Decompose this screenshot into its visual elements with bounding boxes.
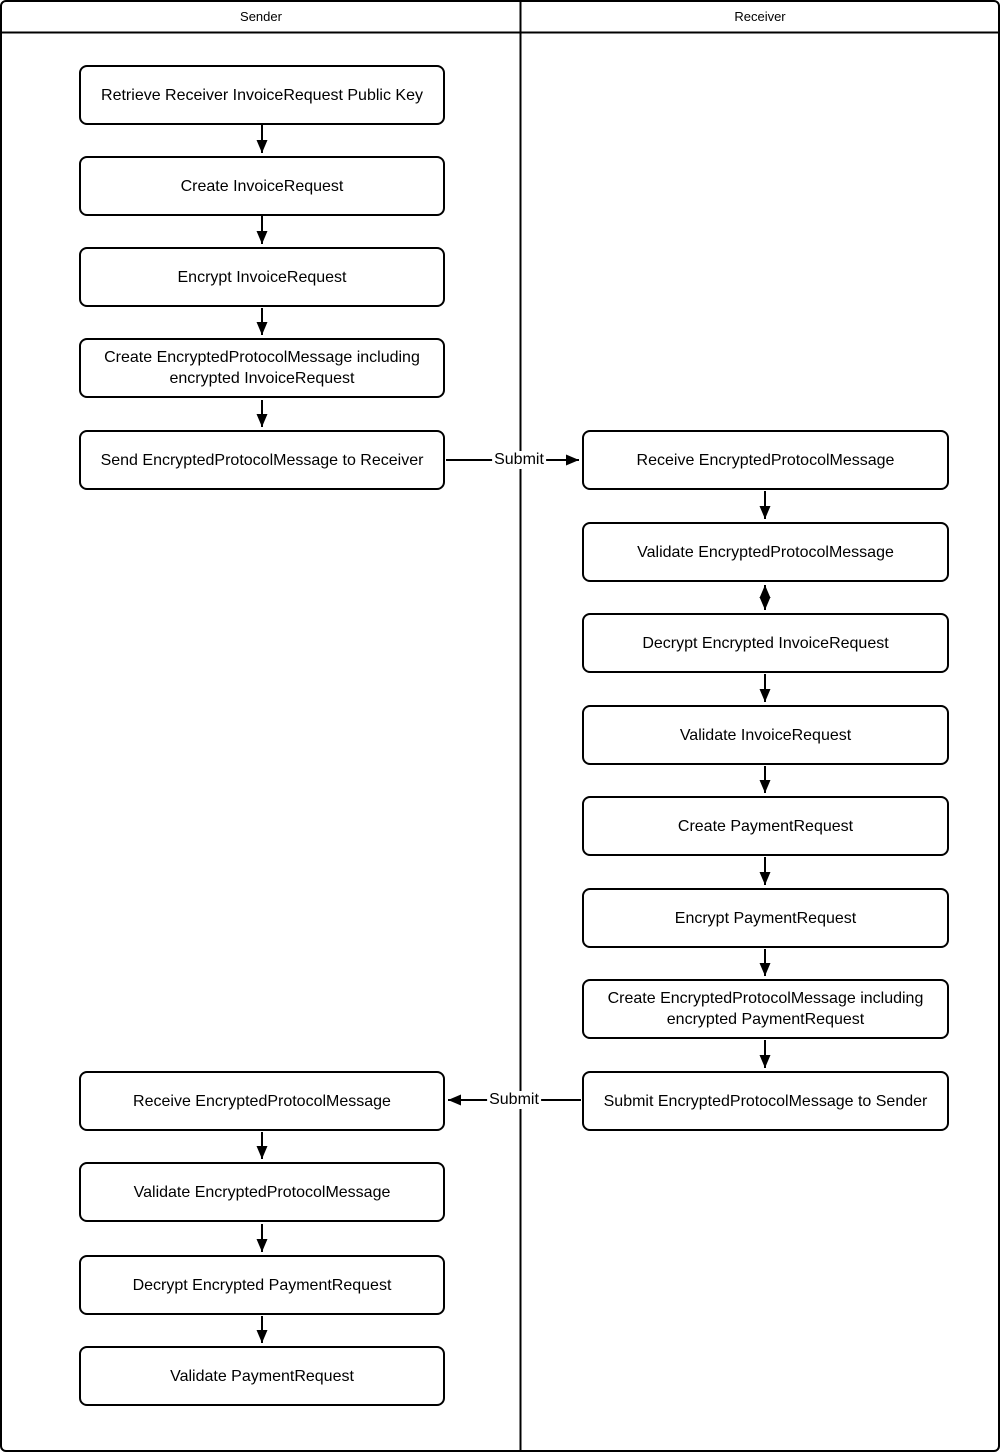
edge-label-submit-to-sender: Submit	[487, 1091, 541, 1109]
flow-box-create-paymentrequest: Create PaymentRequest	[582, 796, 949, 856]
flow-box-submit-ecm-to-sender: Submit EncryptedProtocolMessage to Sende…	[582, 1071, 949, 1131]
flow-box-receive-ecm-sender: Receive EncryptedProtocolMessage	[79, 1071, 445, 1131]
edge-label-submit-to-receiver: Submit	[492, 451, 546, 469]
flow-box-receive-ecm-receiver: Receive EncryptedProtocolMessage	[582, 430, 949, 490]
flow-box-create-ecm-invoicerequest: Create EncryptedProtocolMessage includin…	[79, 338, 445, 398]
flow-box-validate-ecm-receiver: Validate EncryptedProtocolMessage	[582, 522, 949, 582]
flow-box-create-ecm-paymentrequest: Create EncryptedProtocolMessage includin…	[582, 979, 949, 1039]
flow-box-encrypt-paymentrequest: Encrypt PaymentRequest	[582, 888, 949, 948]
flow-box-retrieve-public-key: Retrieve Receiver InvoiceRequest Public …	[79, 65, 445, 125]
flow-box-validate-ecm-sender: Validate EncryptedProtocolMessage	[79, 1162, 445, 1222]
flow-box-validate-invoicerequest: Validate InvoiceRequest	[582, 705, 949, 765]
flow-box-create-invoicerequest: Create InvoiceRequest	[79, 156, 445, 216]
lane-header-receiver: Receiver	[734, 9, 786, 24]
flow-box-decrypt-invoicerequest: Decrypt Encrypted InvoiceRequest	[582, 613, 949, 673]
lane-header-sender: Sender	[240, 9, 282, 24]
flow-box-encrypt-invoicerequest: Encrypt InvoiceRequest	[79, 247, 445, 307]
flow-box-send-ecm-to-receiver: Send EncryptedProtocolMessage to Receive…	[79, 430, 445, 490]
flow-box-decrypt-paymentrequest: Decrypt Encrypted PaymentRequest	[79, 1255, 445, 1315]
flow-box-validate-paymentrequest: Validate PaymentRequest	[79, 1346, 445, 1406]
